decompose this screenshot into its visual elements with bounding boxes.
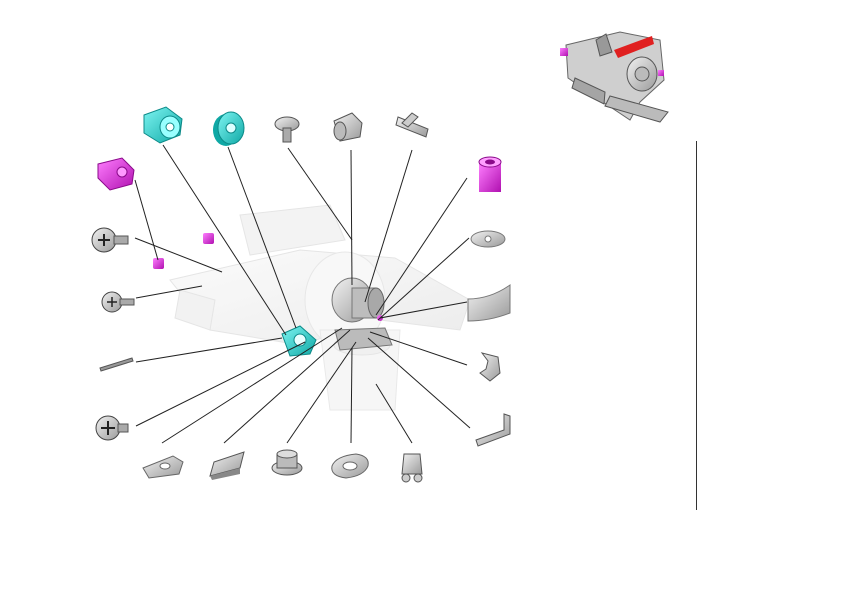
cyan-wheel-icon — [213, 111, 245, 146]
phillips-screw-round-icon — [95, 415, 129, 441]
wedge-block-icon — [209, 451, 245, 480]
rod-icon — [99, 357, 134, 372]
keyhole-plate-icon — [142, 455, 184, 479]
cup-holder-icon — [271, 449, 303, 476]
motor-housing — [331, 277, 393, 351]
leader-lines — [134, 144, 471, 444]
phillips-screw-small-icon — [101, 291, 135, 313]
cyan-sleeve-icon — [143, 106, 183, 144]
hook-clip-icon — [479, 352, 501, 382]
flange-screw-icon — [274, 116, 300, 143]
magenta-bushing-icon — [97, 157, 135, 191]
phillips-screw-large-icon — [91, 227, 129, 253]
magenta-tube-icon — [478, 156, 502, 192]
square-washer-icon — [331, 453, 369, 479]
assembly-thumbnail — [560, 31, 669, 123]
star-washer-icon — [470, 230, 506, 248]
bracket-arm-icon — [475, 413, 511, 447]
assembled-magenta-bushings — [153, 233, 214, 269]
split-pin-icon — [395, 112, 429, 138]
curved-plate-icon — [467, 284, 511, 322]
bobbin-clip-icon — [401, 453, 423, 483]
stepped-pin-icon — [333, 112, 363, 142]
main-assembly-ghost — [169, 204, 471, 411]
